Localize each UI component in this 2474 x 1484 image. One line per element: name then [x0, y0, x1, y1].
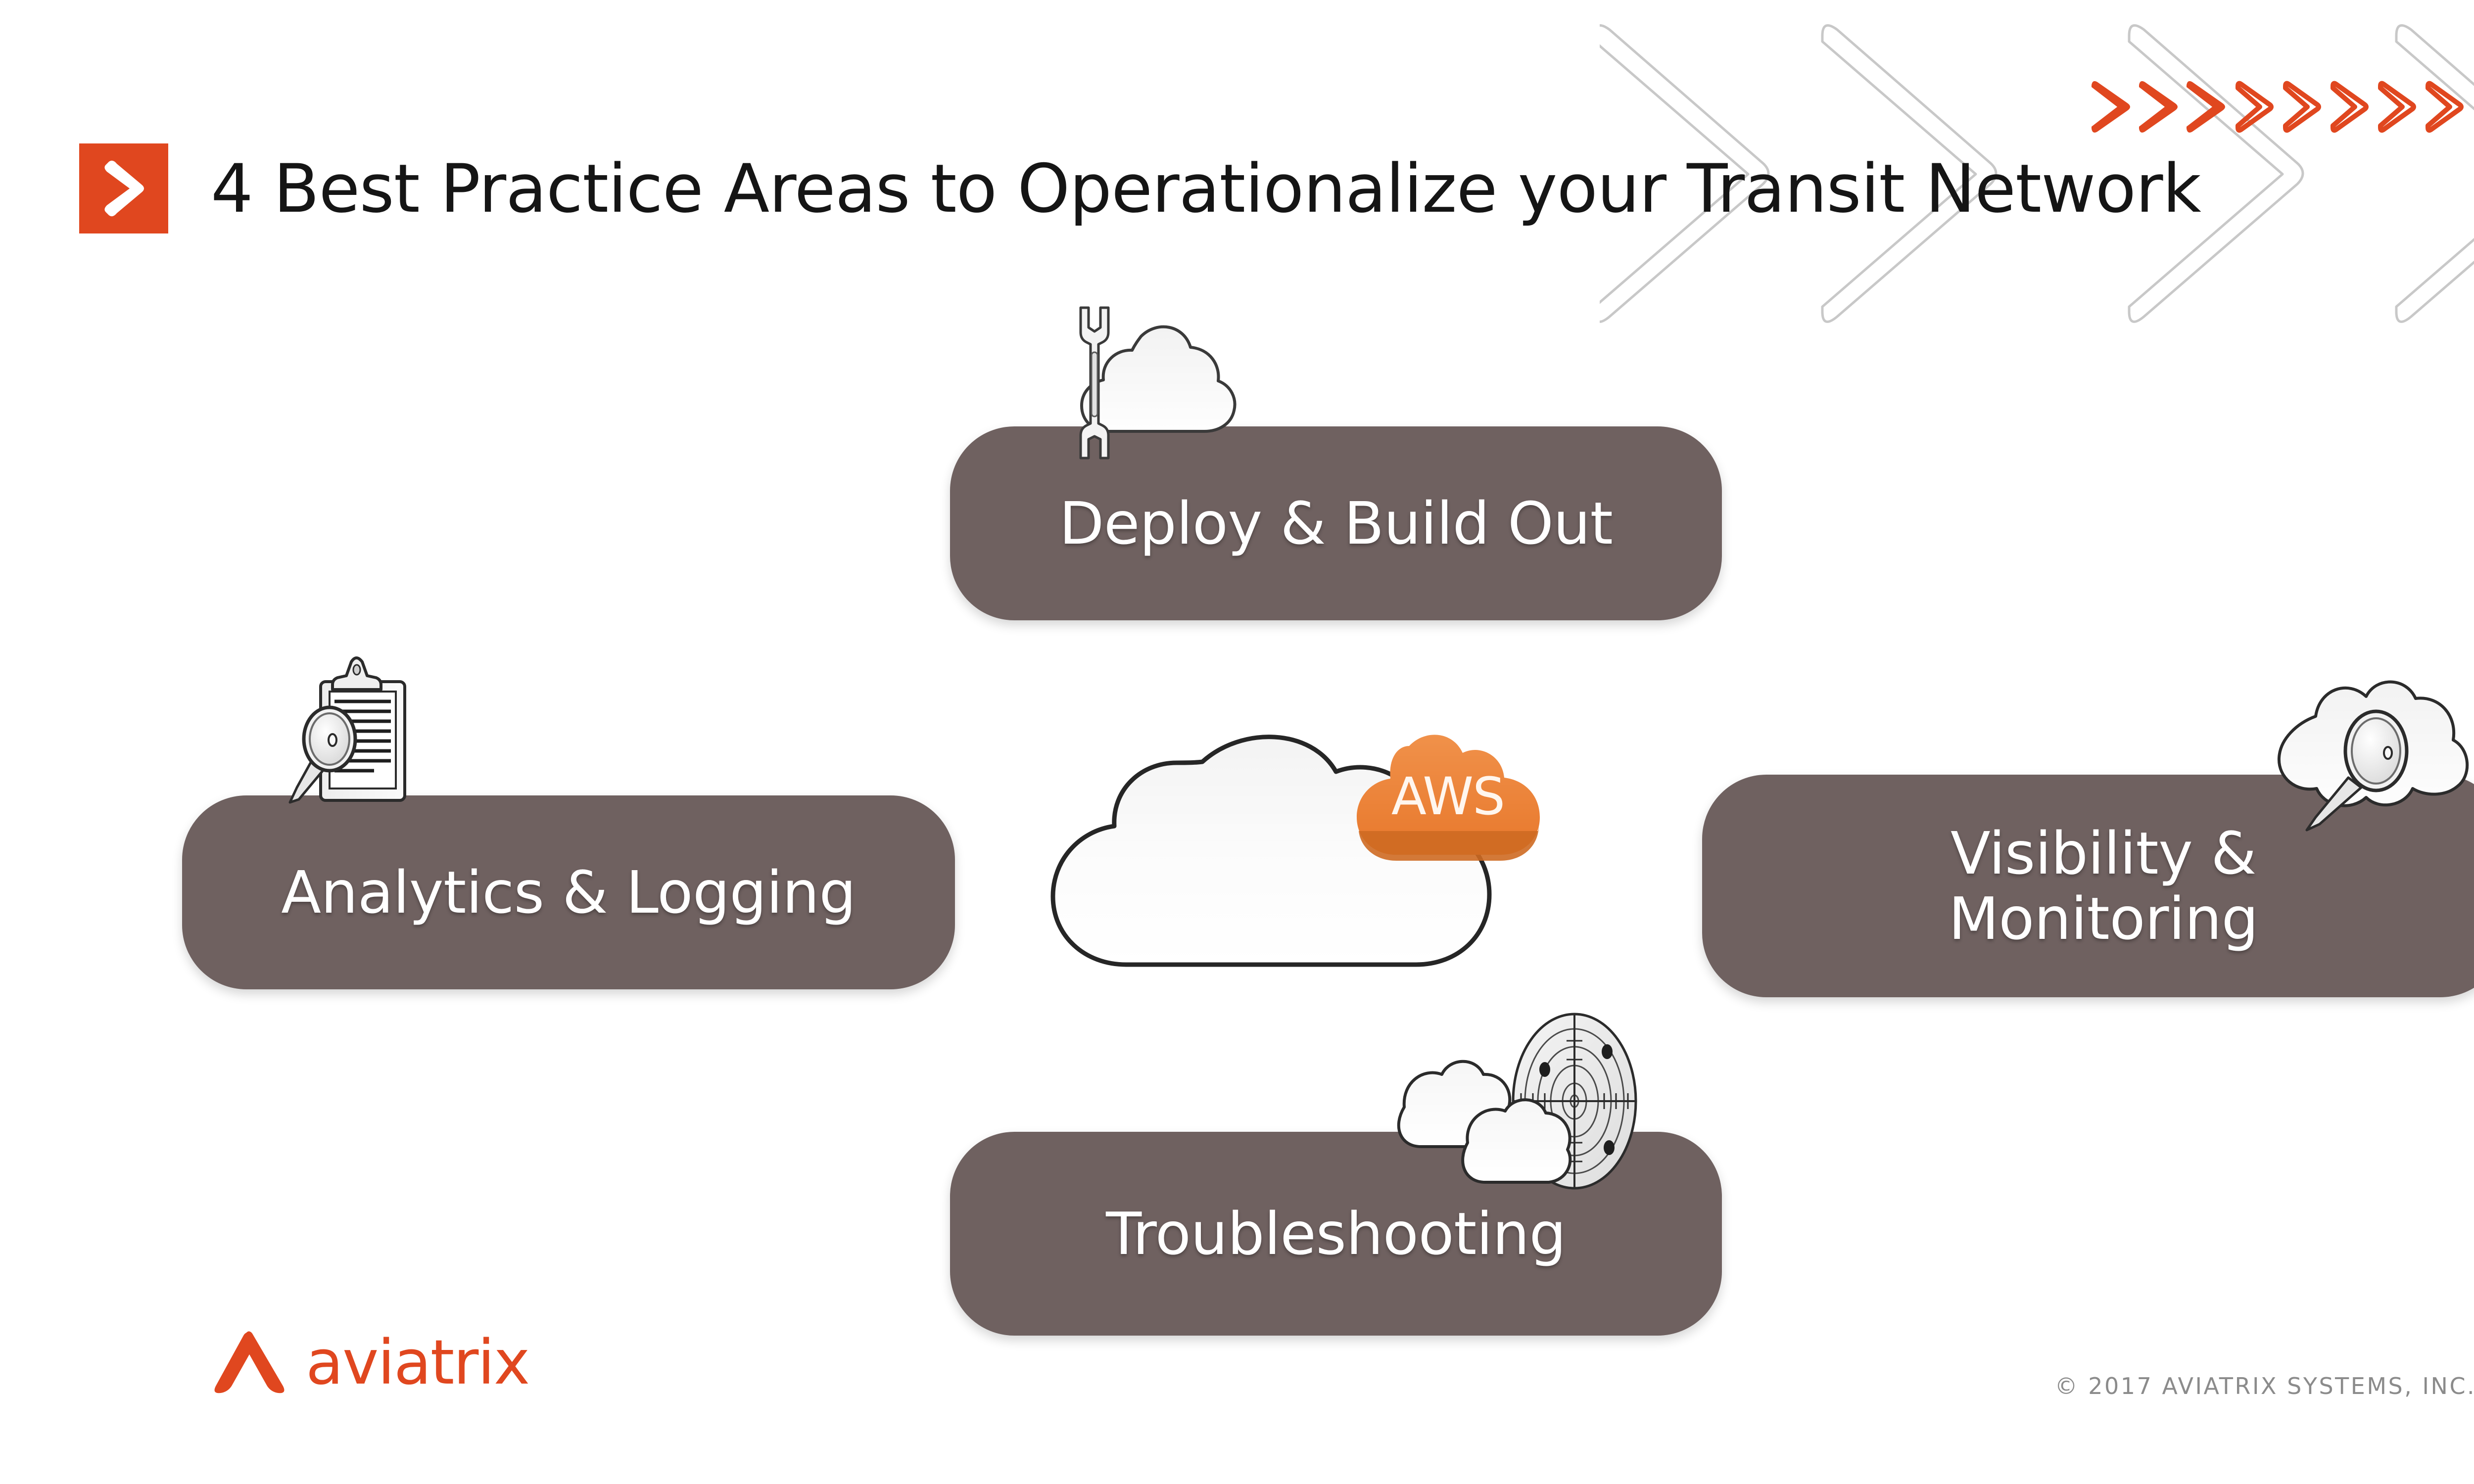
- aviatrix-lambda-icon: [208, 1331, 287, 1395]
- pill-analytics-logging[interactable]: Analytics & Logging: [182, 795, 955, 989]
- aws-cloud-badge-icon: AWS: [1357, 735, 1540, 861]
- slide-title-row: 4 Best Practice Areas to Operationalize …: [79, 143, 2201, 233]
- aviatrix-logo: aviatrix: [208, 1327, 530, 1398]
- page-title: 4 Best Practice Areas to Operationalize …: [211, 149, 2201, 228]
- pill-visibility-monitoring[interactable]: Visibility & Monitoring: [1702, 775, 2474, 997]
- footer-copyright-row: © 2017 AVIATRIX SYSTEMS, INC. | 6: [2055, 1371, 2474, 1401]
- pill-visibility-line2: Monitoring: [1948, 884, 2259, 953]
- pill-troubleshooting-label: Troubleshooting: [1106, 1199, 1566, 1268]
- pill-visibility-line1: Visibility &: [1950, 819, 2257, 887]
- copyright-text: © 2017 AVIATRIX SYSTEMS, INC.: [2054, 1373, 2474, 1399]
- pill-analytics-label: Analytics & Logging: [281, 858, 856, 927]
- svg-text:AWS: AWS: [1391, 766, 1504, 827]
- pill-deploy-label: Deploy & Build Out: [1059, 489, 1613, 557]
- chevron-right-icon: [79, 143, 168, 233]
- pill-troubleshooting[interactable]: Troubleshooting: [950, 1132, 1722, 1336]
- pill-deploy-build-out[interactable]: Deploy & Build Out: [950, 426, 1722, 620]
- pill-visibility-label: Visibility & Monitoring: [1929, 821, 2278, 951]
- cloud-icon: AWS: [1029, 707, 1588, 1014]
- aviatrix-wordmark: aviatrix: [306, 1327, 530, 1398]
